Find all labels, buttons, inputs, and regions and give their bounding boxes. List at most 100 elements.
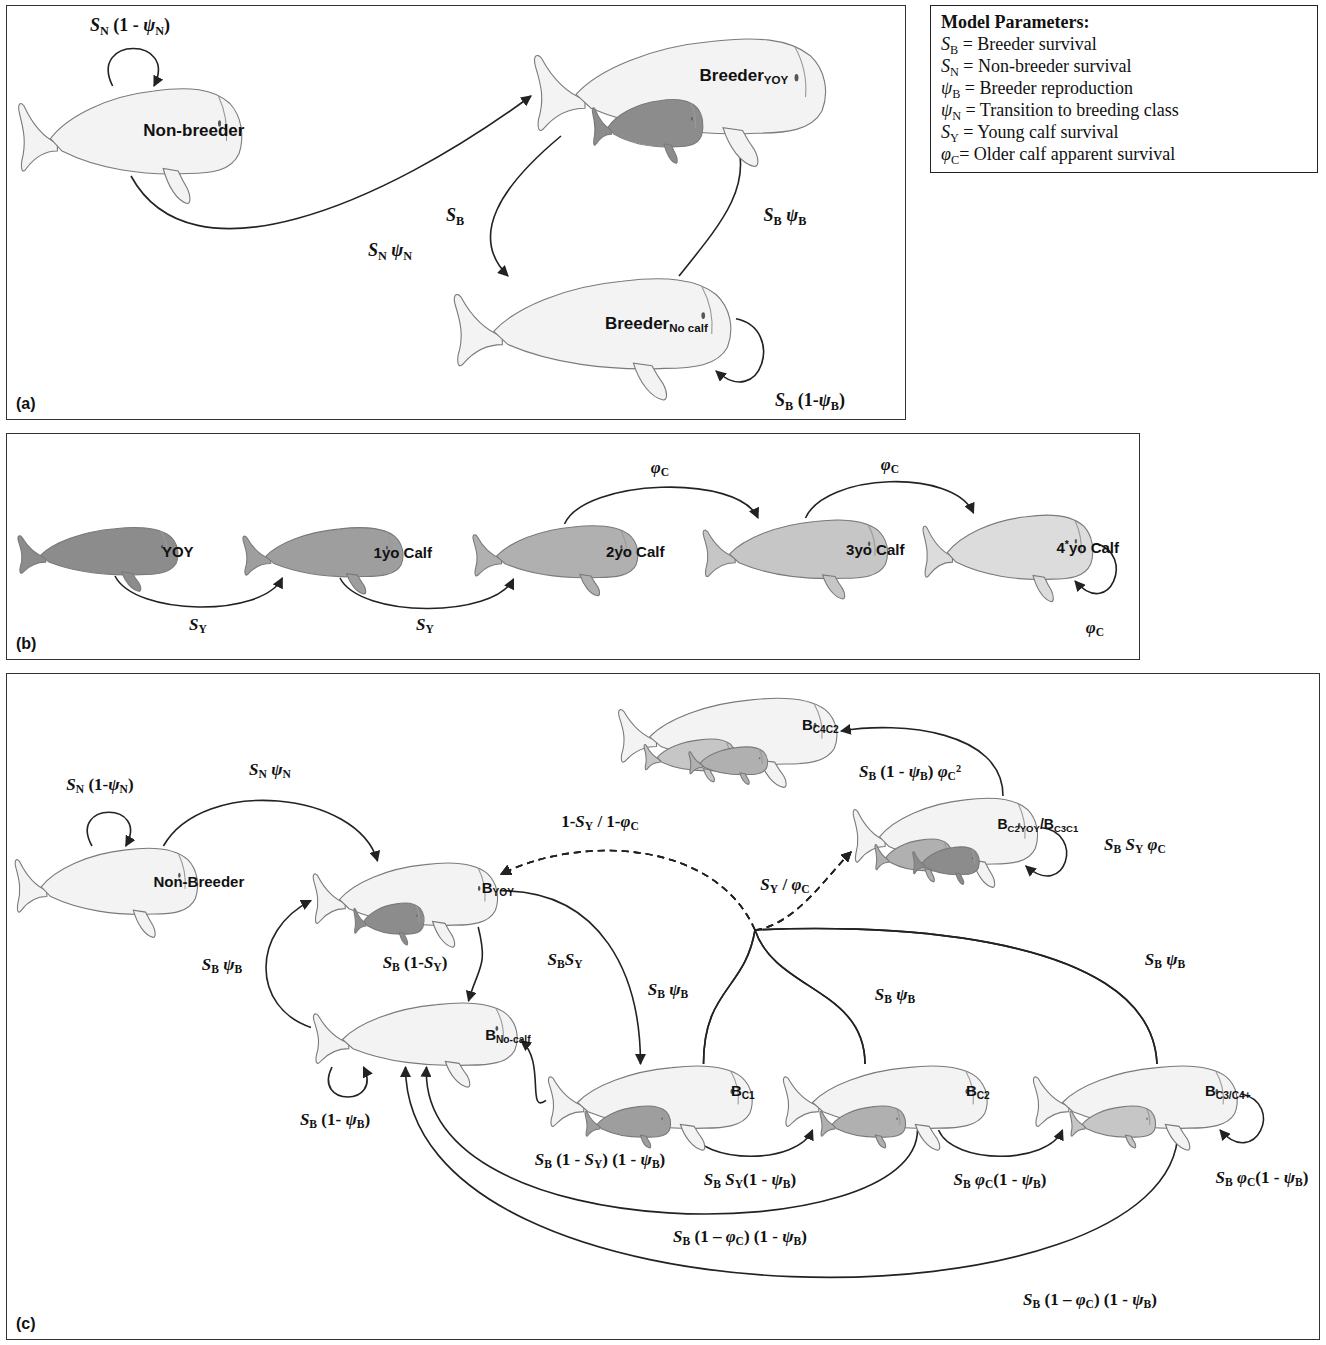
rate-label: φC xyxy=(1083,618,1107,638)
parameter-text: ψB = Breeder reproduction xyxy=(941,78,1307,100)
transition-arrow xyxy=(469,927,483,1001)
transition-arrow xyxy=(87,812,130,846)
whale-illustration xyxy=(16,526,181,576)
rate-label: SB ψB xyxy=(645,980,691,1000)
panel-letter: (a) xyxy=(16,395,36,413)
whale-label: BC4C2 xyxy=(802,716,839,733)
connector-path xyxy=(755,928,1157,1064)
transition-arrow xyxy=(501,851,1157,1064)
transition-arrow xyxy=(755,852,865,1064)
connector-path xyxy=(806,482,974,518)
rate-label: SB SY(1 - ψB) xyxy=(701,1170,799,1190)
transition-arrow xyxy=(501,851,755,1064)
rate-label: SBSY xyxy=(545,950,586,970)
connector-path xyxy=(755,852,851,930)
rate-label: SN (1 - ψN) xyxy=(87,15,173,36)
whale-label: 3yo Calf xyxy=(846,541,904,558)
whale-node: Non-Breeder xyxy=(13,846,201,916)
transition-arrow xyxy=(806,482,974,518)
rate-label: SN (1-ψN) xyxy=(63,775,136,795)
whale-node: Non-breeder xyxy=(16,86,246,176)
whale-node: YOY xyxy=(16,526,181,576)
whale-label: BreederYOY xyxy=(700,66,789,86)
transition-arrow xyxy=(689,1130,813,1156)
connector-path xyxy=(755,930,865,1064)
connector-path xyxy=(469,927,483,1001)
transition-arrow xyxy=(490,136,561,276)
connector-path xyxy=(755,852,851,930)
whale-illustration xyxy=(819,1105,907,1138)
connector-path xyxy=(689,1130,813,1156)
rate-label: SB ψB xyxy=(761,205,810,226)
connector-path xyxy=(490,136,561,276)
whale-illustration xyxy=(353,902,425,935)
rate-label: SY / φC xyxy=(757,875,812,895)
transition-arrow xyxy=(755,852,1157,1064)
connector-path xyxy=(704,930,756,1064)
whale-node: BYOY xyxy=(311,861,501,927)
parameter-text: SN = Non-breeder survival xyxy=(941,56,1307,78)
parameter-text: ψN = Transition to breeding class xyxy=(941,100,1307,122)
whale-node: BC3/C4+ xyxy=(1031,1064,1241,1130)
rate-label: φC xyxy=(648,458,672,478)
transition-arrow xyxy=(163,800,377,861)
whale-node: 4*yo Calf xyxy=(921,513,1096,581)
transition-arrow xyxy=(340,578,514,609)
rate-label: SB (1- ψB) xyxy=(297,1110,373,1130)
whale-node: BreederYOY xyxy=(531,36,831,136)
rate-label: φC xyxy=(878,455,902,475)
whale-node: BC1 xyxy=(546,1064,756,1130)
whale-node: BC2 xyxy=(781,1064,991,1130)
connector-path xyxy=(501,851,755,930)
transition-arrow xyxy=(266,901,311,1028)
connector-path xyxy=(501,851,755,930)
connector-path xyxy=(521,1041,546,1103)
whale-illustration xyxy=(912,846,980,875)
rate-label: SB (1 – φC) (1 - ψB) xyxy=(670,1227,810,1247)
whale-illustration xyxy=(584,1105,672,1138)
rate-label: SB φC(1 - ψB) xyxy=(951,1170,1050,1190)
whale-illustration xyxy=(591,98,705,148)
connector-path xyxy=(108,49,158,87)
connector-path xyxy=(406,1067,1179,1277)
rate-label: SY xyxy=(413,615,437,635)
connector-path xyxy=(328,1067,367,1097)
rate-label: SB ψB xyxy=(1142,950,1188,970)
whale-label: BreederNo calf xyxy=(605,314,708,334)
panel-letter: (c) xyxy=(16,1315,36,1333)
transition-arrow xyxy=(704,852,852,1064)
rate-label: SB xyxy=(443,205,467,226)
whale-node: 2yo Calf xyxy=(471,524,641,579)
connector-path xyxy=(679,136,741,276)
whale-node: 1yo Calf xyxy=(241,526,406,578)
transition-arrow xyxy=(565,487,759,524)
connector-path xyxy=(755,930,865,1064)
rate-label: SN ψN xyxy=(365,240,415,261)
whale-label: BNo-calf xyxy=(485,1026,530,1043)
whale-label: 1yo Calf xyxy=(374,544,432,561)
panel-frame: (b) YOY 1yo Calf 2yo Calf 3yo Calf 4*yo Calf xyxy=(6,433,1140,660)
connector-path xyxy=(755,852,851,930)
rate-label: SN ψN xyxy=(246,760,294,780)
connector-path xyxy=(87,812,130,846)
whale-label: BC2 xyxy=(966,1082,990,1099)
whale-illustration xyxy=(688,746,769,775)
parameter-text: SY = Young calf survival xyxy=(941,122,1307,144)
parameter-text: SB = Breeder survival xyxy=(941,34,1307,56)
rate-label: SB (1 – φC) (1 - ψB) xyxy=(1020,1290,1160,1310)
whale-label: BYOY xyxy=(482,879,514,896)
transition-arrow xyxy=(939,1130,1063,1156)
whale-node: BreederNo calf xyxy=(451,276,736,371)
transition-arrow xyxy=(679,136,741,276)
rate-label: SB ψB xyxy=(199,955,245,975)
transition-arrow xyxy=(521,1041,546,1103)
whale-label: BC1 xyxy=(731,1082,755,1099)
whale-label: BC2YOY/BC3C1 xyxy=(997,816,1078,832)
connector-path xyxy=(755,928,1157,1064)
rate-label: SB (1-ψB) xyxy=(772,390,848,411)
panel-letter: (b) xyxy=(16,635,36,653)
connector-path xyxy=(340,578,514,609)
rate-label: 1-SY / 1-φC xyxy=(558,812,642,832)
whale-illustration xyxy=(1069,1105,1157,1138)
transition-arrow xyxy=(108,49,158,87)
